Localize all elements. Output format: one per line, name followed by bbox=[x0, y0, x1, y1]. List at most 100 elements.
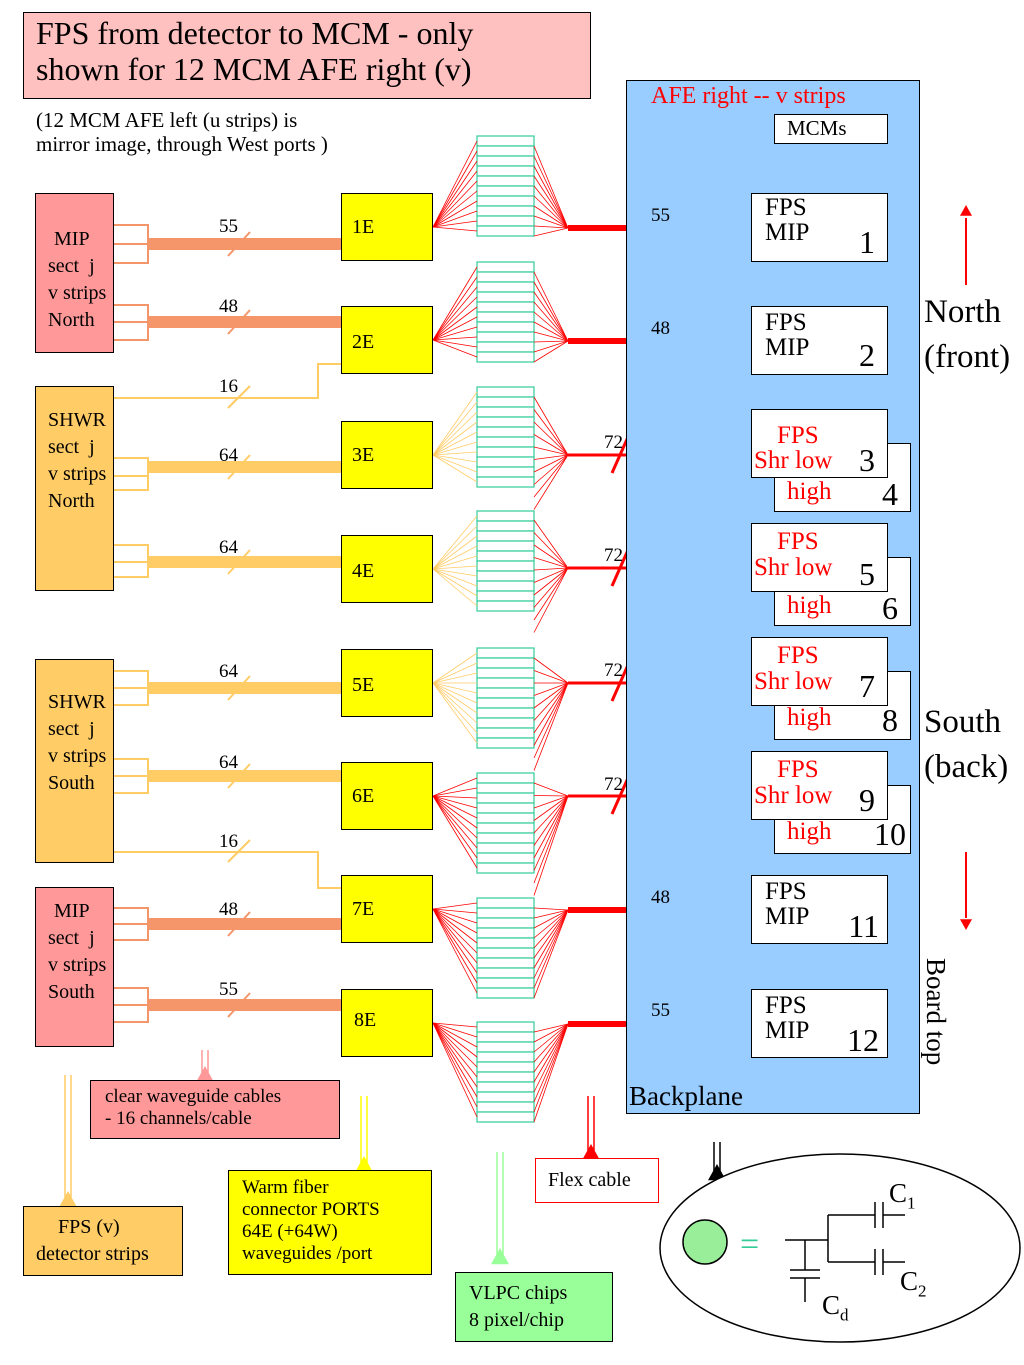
backplane-callout-head bbox=[708, 1164, 726, 1181]
vlpc-pixel bbox=[476, 560, 535, 572]
flex-strand bbox=[533, 567, 569, 571]
flex-strand bbox=[533, 682, 569, 709]
fiber-fan bbox=[432, 266, 478, 341]
c1-sub: 1 bbox=[907, 1193, 916, 1213]
fiber-fan bbox=[432, 795, 478, 829]
det-line: MIP bbox=[54, 900, 90, 922]
fiber-fan bbox=[432, 545, 478, 570]
flex-strand bbox=[533, 1023, 569, 1043]
vlpc-label-box: VLPC chips 8 pixel/chip bbox=[455, 1272, 613, 1342]
fiber-fan bbox=[432, 908, 478, 934]
fiber-fork bbox=[114, 244, 149, 264]
vlpc-pixel bbox=[476, 301, 535, 313]
fiber-fan bbox=[432, 339, 478, 358]
flex-strand bbox=[533, 682, 569, 734]
vlpc-pixel bbox=[476, 812, 535, 824]
fiber-fan bbox=[432, 662, 478, 684]
fiber-fan bbox=[432, 431, 478, 456]
vlpc-pixel bbox=[476, 1081, 535, 1093]
port-5e: 5E bbox=[341, 649, 433, 717]
fiber-fan bbox=[432, 682, 478, 744]
flex-count: 72 bbox=[604, 432, 623, 453]
fiber-fan bbox=[432, 795, 478, 849]
fiber-fan bbox=[432, 908, 478, 954]
flex-strand bbox=[533, 682, 569, 746]
flex-strand bbox=[533, 795, 569, 896]
fiber-fork bbox=[114, 467, 149, 491]
flex-strand bbox=[533, 909, 569, 929]
vlpc-pixel bbox=[476, 737, 535, 749]
fiber-fan bbox=[432, 454, 478, 483]
vlpc-pixel bbox=[476, 1101, 535, 1113]
fiber-fan bbox=[432, 908, 478, 984]
det-line: v strips bbox=[48, 463, 107, 485]
det-line: South bbox=[48, 981, 95, 1003]
south-arrow-head bbox=[960, 919, 972, 930]
flex-strand bbox=[533, 1023, 569, 1123]
mcm-2: FPS MIP 2 bbox=[751, 306, 888, 375]
flex-strand bbox=[533, 567, 569, 583]
fiber-fan bbox=[432, 286, 478, 341]
vlpc-pixel bbox=[476, 135, 535, 147]
fiber-fork bbox=[114, 562, 149, 578]
det-line: SHWR bbox=[48, 409, 106, 431]
capacitor-legend bbox=[659, 1153, 1021, 1343]
vlpc-pixel bbox=[476, 822, 535, 834]
det-line: v strips bbox=[48, 954, 107, 976]
mcm-line2: Shr low bbox=[754, 782, 833, 809]
mcm-3: FPS Shr low 3 bbox=[751, 409, 888, 478]
warm-fiber-line3: 64E (+64W) bbox=[242, 1221, 338, 1242]
flex-slash bbox=[610, 777, 630, 815]
cable-count: 64 bbox=[219, 752, 238, 773]
port-label: 3E bbox=[352, 444, 375, 466]
fiber-fan bbox=[432, 1022, 478, 1108]
vlpc-pixel bbox=[476, 530, 535, 542]
port-7e: 7E bbox=[341, 875, 433, 943]
flex-strand bbox=[533, 195, 569, 229]
waveguide-line1: clear waveguide cables bbox=[105, 1086, 282, 1107]
fiber-fan bbox=[432, 902, 478, 910]
fiber-fan bbox=[432, 795, 478, 799]
cd-label: Cd bbox=[822, 1290, 849, 1325]
flex-count: 55 bbox=[651, 1000, 670, 1021]
flex-strand bbox=[533, 795, 569, 797]
flex-strand bbox=[533, 795, 569, 834]
cable-slash bbox=[227, 911, 251, 937]
vlpc-pixel bbox=[476, 321, 535, 333]
mcm-line1: FPS bbox=[765, 992, 807, 1019]
vlpc-pixel bbox=[476, 416, 535, 428]
cable-count: 48 bbox=[219, 899, 238, 920]
det-line: v strips bbox=[48, 745, 107, 767]
vlpc-line1: VLPC chips bbox=[469, 1282, 568, 1304]
flex-strand bbox=[533, 567, 569, 608]
vlpc-pixel bbox=[476, 862, 535, 874]
flex-strand bbox=[533, 301, 569, 342]
vlpc-pixel bbox=[476, 436, 535, 448]
fiber-fan bbox=[432, 795, 478, 859]
vlpc-pixel bbox=[476, 331, 535, 343]
vlpc-pixel bbox=[476, 406, 535, 418]
mcm-number: 2 bbox=[859, 337, 875, 373]
fiber-fan bbox=[432, 226, 478, 232]
flex-count: 72 bbox=[604, 545, 623, 566]
fiber-fan bbox=[432, 190, 478, 228]
det-line: MIP bbox=[54, 228, 90, 250]
vlpc-pixel bbox=[476, 225, 535, 237]
fiber-fan bbox=[432, 1022, 478, 1058]
flex-strand bbox=[533, 909, 569, 989]
mcm-number: 5 bbox=[859, 556, 875, 592]
mcm-high-label: high bbox=[787, 592, 832, 619]
vlpc-pixel bbox=[476, 792, 535, 804]
fiber-fan bbox=[432, 1022, 478, 1068]
cable-count: 64 bbox=[219, 661, 238, 682]
vlpc-pixel bbox=[476, 947, 535, 959]
flex-strand bbox=[533, 281, 569, 342]
fiber-fan bbox=[432, 1022, 478, 1028]
detector-strips-label-box: FPS (v) detector strips bbox=[23, 1206, 183, 1276]
warm-fiber-line1: Warm fiber bbox=[242, 1177, 329, 1198]
mcm-number: 6 bbox=[882, 590, 898, 626]
vlpc-pixel bbox=[476, 697, 535, 709]
flex-cable-label-box: Flex cable bbox=[535, 1158, 659, 1203]
flex-strand bbox=[533, 1023, 569, 1073]
flex-strand bbox=[533, 227, 569, 237]
